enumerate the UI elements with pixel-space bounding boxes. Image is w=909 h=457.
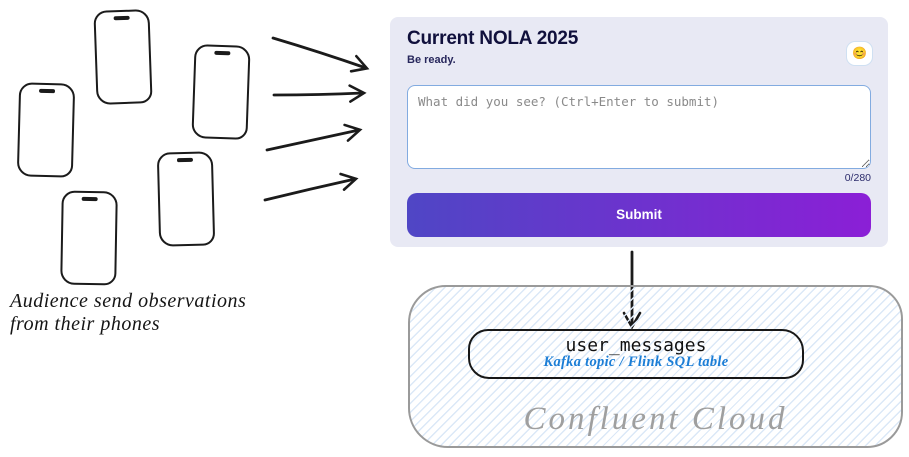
phone-sketch (60, 190, 118, 286)
char-counter: 0/280 (844, 171, 871, 184)
phone-notch (38, 88, 56, 94)
topic-name: user_messages (565, 334, 707, 356)
topic-subtitle: Kafka topic / Flink SQL table (543, 354, 729, 371)
phone-sketch (156, 151, 216, 247)
phone-notch (113, 15, 130, 21)
observation-form-card: Current NOLA 2025 Be ready. 😊 0/280 Subm… (390, 17, 888, 247)
caption-line-2: from their phones (10, 313, 160, 336)
emoji-button[interactable]: 😊 (846, 41, 873, 66)
confluent-cloud-container: user_messages Kafka topic / Flink SQL ta… (408, 285, 903, 448)
form-subtitle: Be ready. (407, 53, 456, 66)
observation-textarea[interactable] (407, 84, 871, 169)
sketch-caption: Audience send observations from their ph… (10, 290, 330, 337)
confluent-cloud-label: Confluent Cloud (523, 401, 788, 437)
smiley-emoji-icon: 😊 (852, 46, 867, 60)
phone-sketch (191, 44, 251, 140)
phone-sketch (93, 9, 153, 105)
phone-sketch (16, 82, 76, 178)
form-header: Current NOLA 2025 Be ready. 😊 (407, 27, 873, 66)
caption-line-1: Audience send observations (10, 290, 247, 312)
submit-button[interactable]: Submit (407, 192, 871, 237)
kafka-topic-box: user_messages Kafka topic / Flink SQL ta… (468, 329, 804, 379)
form-title: Current NOLA 2025 (407, 28, 579, 49)
phone-notch (81, 196, 98, 202)
phone-notch (176, 157, 194, 163)
phone-notch (214, 50, 231, 56)
arrows-to-form-icon (263, 36, 370, 202)
